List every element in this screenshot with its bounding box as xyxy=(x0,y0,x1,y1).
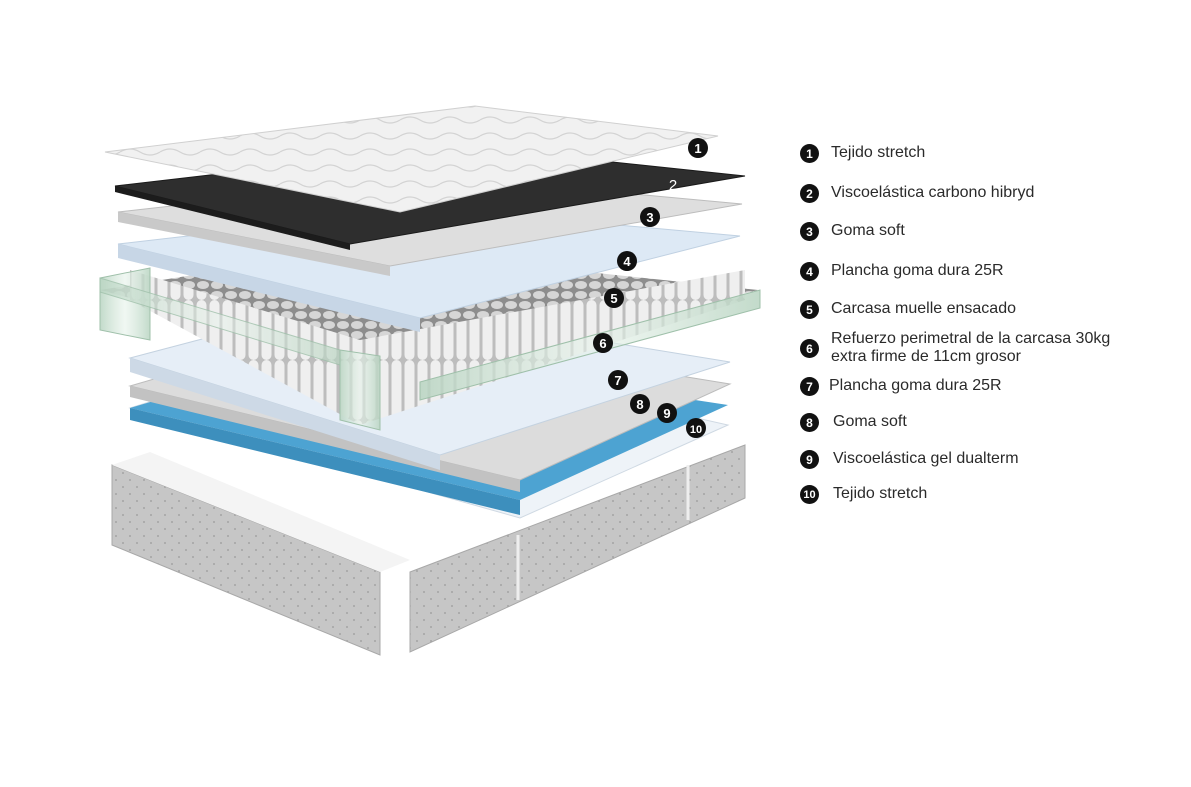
legend-badge-4: 4 xyxy=(800,262,819,281)
legend-label-5: Carcasa muelle ensacado xyxy=(831,300,1016,317)
marker-6: 6 xyxy=(599,336,606,351)
legend-label-8: Goma soft xyxy=(833,413,907,430)
legend-item-10: 10 Tejido stretch xyxy=(800,485,927,504)
legend-label-1: Tejido stretch xyxy=(831,144,926,161)
legend-badge-6: 6 xyxy=(800,339,819,358)
legend-label-10: Tejido stretch xyxy=(833,485,928,502)
legend-badge-1: 1 xyxy=(800,144,819,163)
marker-9: 9 xyxy=(663,406,670,421)
mattress-layers-illustration: 1 2 3 4 5 6 7 8 9 10 xyxy=(99,105,761,656)
marker-1: 1 xyxy=(694,141,701,156)
legend-badge-3: 3 xyxy=(800,222,819,241)
legend-label-7: Plancha goma dura 25R xyxy=(829,377,1002,394)
legend-item-9: 9 Viscoelástica gel dualterm xyxy=(800,450,1019,469)
marker-8: 8 xyxy=(636,397,643,412)
legend-label-3: Goma soft xyxy=(831,222,905,239)
legend-item-4: 4 Plancha goma dura 25R xyxy=(800,262,1004,281)
layer-1-fabric xyxy=(104,105,719,213)
legend-item-2: 2 Viscoelástica carbono hibryd xyxy=(800,184,1034,203)
legend-badge-2: 2 xyxy=(800,184,819,203)
legend-item-8: 8 Goma soft xyxy=(800,413,907,432)
legend-badge-9: 9 xyxy=(800,450,819,469)
marker-5: 5 xyxy=(610,291,617,306)
legend-badge-10: 10 xyxy=(800,485,819,504)
legend-item-6: 6 Refuerzo perimetral de la carcasa 30kg… xyxy=(800,330,1110,366)
legend-badge-8: 8 xyxy=(800,413,819,432)
legend-badge-7: 7 xyxy=(800,377,819,396)
legend-item-1: 1 Tejido stretch xyxy=(800,144,925,163)
legend-badge-5: 5 xyxy=(800,300,819,319)
legend-item-3: 3 Goma soft xyxy=(800,222,905,241)
marker-4: 4 xyxy=(623,254,631,269)
legend-item-5: 5 Carcasa muelle ensacado xyxy=(800,300,1016,319)
marker-2: 2 xyxy=(669,177,677,194)
legend-label-6-line2: extra firme de 11cm grosor xyxy=(831,348,1021,365)
legend-item-7: 7 Plancha goma dura 25R xyxy=(800,377,1002,396)
legend-label-6-line1: Refuerzo perimetral de la carcasa 30kg xyxy=(831,330,1111,347)
marker-10: 10 xyxy=(690,424,702,436)
legend-label-4: Plancha goma dura 25R xyxy=(831,262,1004,279)
base-block xyxy=(111,444,746,656)
marker-7: 7 xyxy=(614,373,621,388)
legend-label-2: Viscoelástica carbono hibryd xyxy=(831,184,1035,201)
legend-label-6: Refuerzo perimetral de la carcasa 30kg e… xyxy=(831,330,1110,366)
marker-3: 3 xyxy=(646,210,653,225)
layer-legend: 1 Tejido stretch 2 Viscoelástica carbono… xyxy=(800,0,1191,787)
legend-label-9: Viscoelástica gel dualterm xyxy=(833,450,1019,467)
illustration-markers: 1 2 3 4 5 6 7 8 9 10 xyxy=(593,138,708,438)
